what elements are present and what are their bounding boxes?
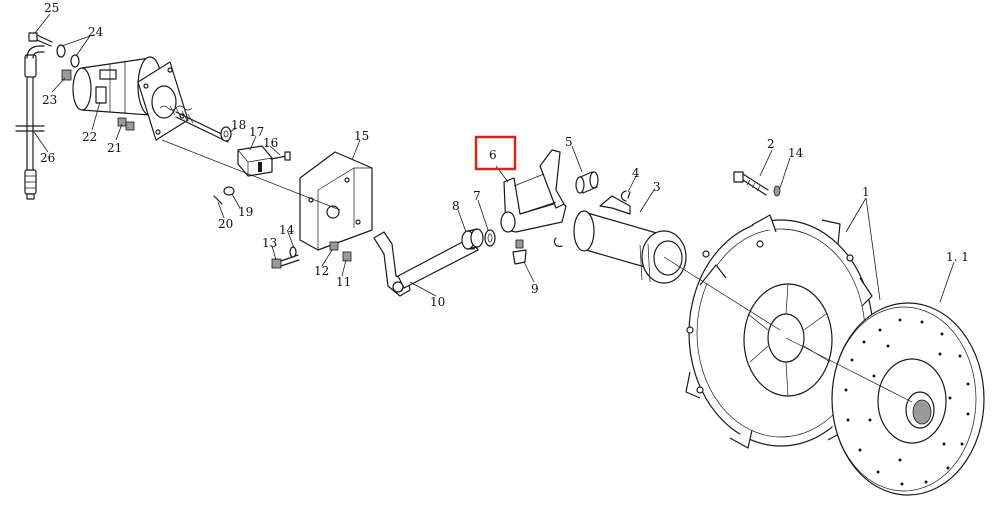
part-1-1-clutch-disc <box>785 302 985 496</box>
part-10-release-shaft <box>373 231 479 297</box>
callout-26: 26 <box>40 151 55 165</box>
part-25-bolt <box>28 32 53 47</box>
callout-14-right: 14 <box>788 146 804 160</box>
part-13-bolt <box>271 254 300 269</box>
callout-1-1: 1. 1 <box>946 250 969 264</box>
callout-1: 1 <box>862 185 870 199</box>
callout-17: 17 <box>249 125 264 139</box>
callout-6: 6 <box>489 148 497 162</box>
part-11-nut <box>342 251 352 262</box>
part-14-washer <box>289 246 297 258</box>
callout-4: 4 <box>632 166 640 180</box>
part-7-ring <box>484 229 496 247</box>
part-2-bolt <box>733 171 769 196</box>
callout-14-left: 14 <box>279 223 295 237</box>
part-6-release-fork <box>500 149 567 233</box>
leader-lines <box>33 13 955 303</box>
callout-labels: 25 24 23 22 21 26 18 17 16 15 19 20 14 1… <box>40 1 969 309</box>
callout-9: 9 <box>531 282 539 296</box>
part-8-bushing <box>461 228 484 250</box>
part-20-split-pin <box>213 195 223 205</box>
part-14-washer-right <box>773 185 781 197</box>
callout-18: 18 <box>231 118 246 132</box>
callout-20: 20 <box>218 217 233 231</box>
callout-19: 19 <box>238 205 253 219</box>
booster-flange-plate <box>137 61 231 143</box>
callout-24: 24 <box>88 25 104 39</box>
callout-5: 5 <box>565 135 573 149</box>
callout-2: 2 <box>767 137 775 151</box>
part-4-circlip <box>620 190 631 202</box>
part-5-bushing <box>575 171 599 194</box>
part-3-release-sleeve <box>553 195 687 284</box>
part-17-clevis <box>237 145 273 177</box>
part-15-bracket <box>161 139 373 251</box>
part-23-nut <box>61 69 72 81</box>
part-18-ring <box>220 126 232 142</box>
part-24-washers <box>56 44 80 68</box>
callout-8: 8 <box>452 199 460 213</box>
callout-11: 11 <box>336 275 351 289</box>
callout-16: 16 <box>263 136 278 150</box>
part-19-washer <box>223 186 235 196</box>
callout-22: 22 <box>82 130 97 144</box>
part-12-nut <box>329 241 339 251</box>
callout-12: 12 <box>314 264 329 278</box>
callout-10: 10 <box>430 295 445 309</box>
callout-13: 13 <box>262 236 277 250</box>
part-9-grease-fitting <box>512 239 527 265</box>
part-21-bolts <box>117 117 135 131</box>
disc-rivet-holes <box>844 318 970 486</box>
callout-25: 25 <box>44 1 59 15</box>
callout-3: 3 <box>653 180 661 194</box>
callout-21: 21 <box>107 141 122 155</box>
callout-7: 7 <box>473 189 481 203</box>
highlight-box <box>474 135 517 171</box>
part-1-clutch-cover <box>663 214 874 449</box>
part-26-hose <box>15 45 45 200</box>
callout-23: 23 <box>42 93 57 107</box>
callout-15: 15 <box>354 129 369 143</box>
part-16-pin <box>270 151 291 161</box>
